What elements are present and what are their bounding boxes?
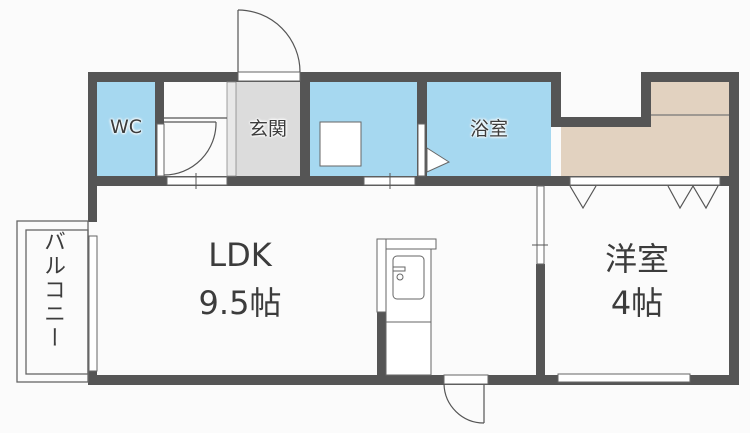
bath-label: 浴室 [469,118,508,140]
balcony [16,220,89,383]
ldk-label: LDK [208,236,272,274]
kitchen-counter [376,238,437,376]
western-room-size: 4帖 [610,284,664,322]
bath-door [426,147,451,173]
wc-room [97,82,155,176]
storage-room [561,82,729,176]
closet-room [164,82,227,176]
wc-label: WC [109,116,143,138]
ldk-size: 9.5帖 [198,284,282,322]
closet-door [163,117,227,176]
western-room-label: 洋室 [604,240,669,278]
entrance-label: 玄関 [248,118,287,140]
bath-room [427,82,551,176]
washing-machine [319,121,362,167]
storage-folding-doors [569,184,719,210]
entrance-room [236,82,300,176]
entrance-door [237,9,301,73]
balcony-label: バルコニー [40,230,65,350]
bottom-door [443,383,485,424]
